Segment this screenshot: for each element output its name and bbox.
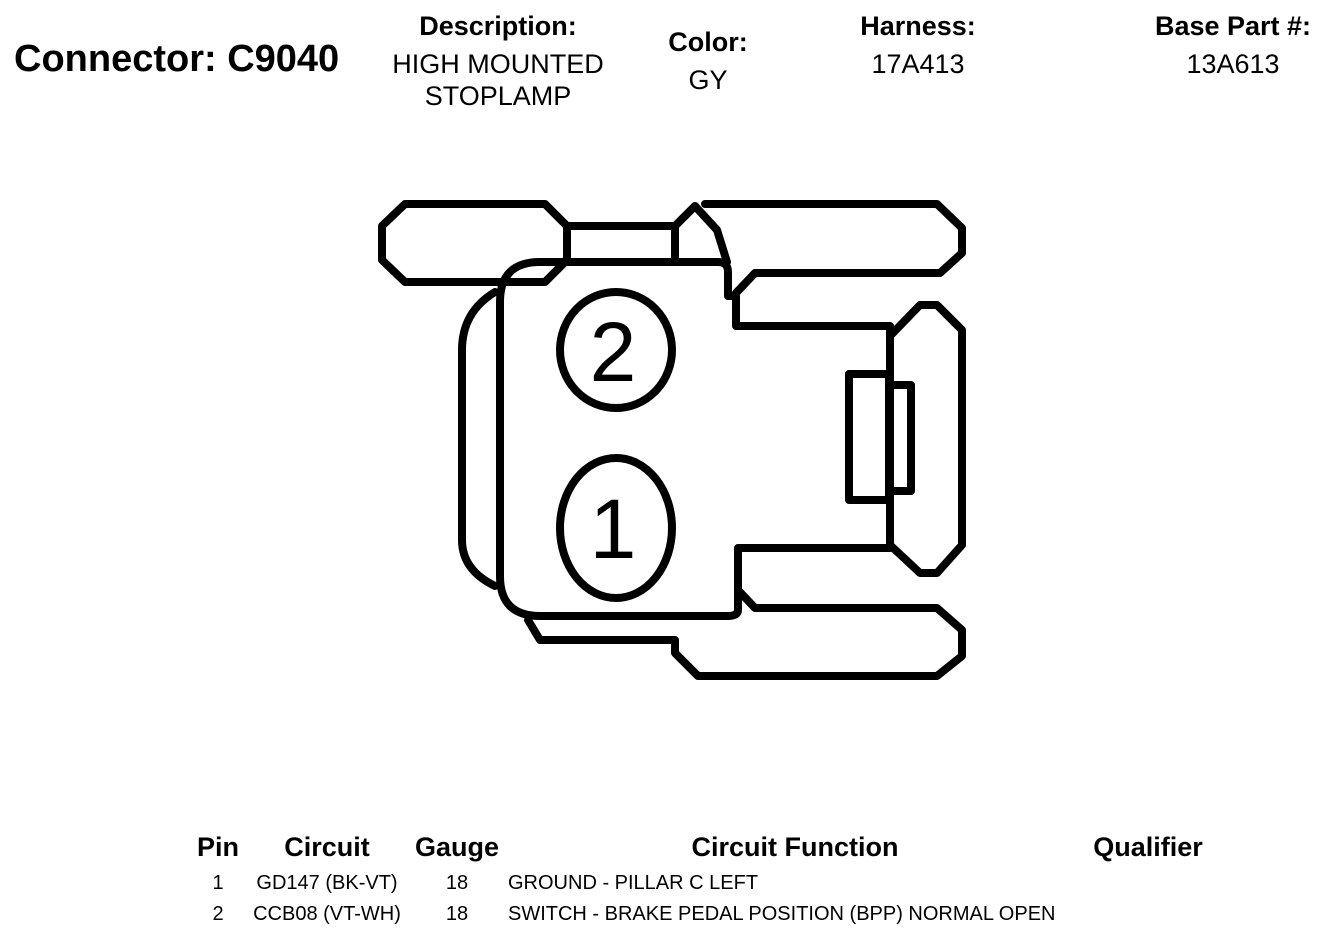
row-1-circuit: GD147 (BK-VT)	[256, 872, 398, 894]
description-value-line1: HIGH MOUNTED	[392, 49, 604, 79]
description-value-line2: STOPLAMP	[424, 81, 572, 111]
pin-2-label: 2	[590, 305, 637, 399]
base-part-value: 13A613	[1186, 49, 1280, 79]
pin-1-label: 1	[590, 482, 637, 576]
connector-title: Connector: C9040	[14, 38, 340, 80]
header-circuit: Circuit	[284, 832, 370, 862]
row-1-function: GROUND - PILLAR C LEFT	[508, 872, 759, 894]
right-side-latch	[886, 301, 966, 577]
left-side-latch	[458, 288, 499, 590]
color-value: GY	[688, 65, 728, 95]
top-left-latch	[378, 200, 571, 286]
top-right-notch	[671, 202, 731, 266]
base-part-field: Base Part #: 13A613	[1140, 10, 1326, 80]
row-2-function: SWITCH - BRAKE PEDAL POSITION (BPP) NORM…	[508, 903, 1056, 925]
header-gauge: Gauge	[414, 832, 500, 862]
header-pin: Pin	[196, 832, 239, 862]
pin-1-cavity	[556, 454, 676, 602]
base-part-label: Base Part #:	[1154, 11, 1312, 41]
color-label: Color:	[668, 27, 748, 57]
harness-value: 17A413	[871, 49, 965, 79]
key-outer	[845, 370, 893, 504]
row-1-pin: 1	[212, 872, 224, 894]
pin-2-cavity	[556, 288, 676, 412]
key-inner	[885, 381, 915, 495]
row-2-gauge: 18	[445, 903, 469, 925]
header-qualifier: Qualifier	[1093, 832, 1203, 862]
description-field: Description: HIGH MOUNTED STOPLAMP	[368, 10, 628, 112]
row-2-pin: 2	[212, 903, 224, 925]
description-label: Description:	[419, 11, 577, 41]
harness-field: Harness: 17A413	[830, 10, 1006, 80]
top-bridge	[563, 222, 679, 266]
row-2-circuit: CCB08 (VT-WH)	[253, 903, 401, 925]
top-right-rail	[701, 200, 966, 297]
row-1-gauge: 18	[445, 872, 469, 894]
bottom-right-rail	[524, 586, 966, 680]
color-field: Color: GY	[640, 26, 776, 96]
header-circuit-function: Circuit Function	[691, 832, 899, 862]
connector-body	[496, 258, 894, 620]
harness-label: Harness:	[860, 11, 976, 41]
